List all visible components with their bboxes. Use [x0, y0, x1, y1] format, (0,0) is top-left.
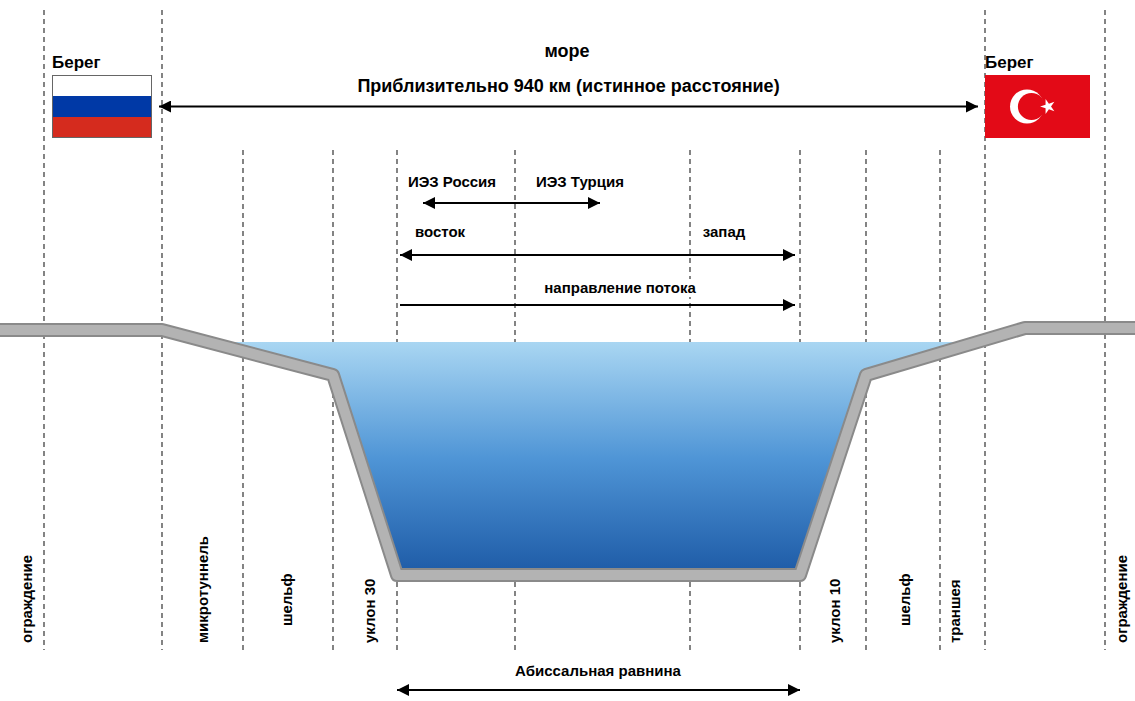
section-label: ИЭЗ Россия [406, 173, 498, 191]
flag-stripe [52, 96, 152, 118]
distance-label: Приблизительно 940 км (истинное расстоян… [355, 76, 781, 98]
shore-label: Берег [52, 53, 101, 73]
east-west-arrow [400, 254, 795, 256]
flow-direction-arrow [400, 304, 795, 306]
section-label: ИЭЗ Турция [534, 173, 626, 191]
section-label: Абиссальная равнина [513, 662, 683, 680]
distance-arrow [159, 106, 978, 108]
flag-node: Берег [52, 75, 152, 138]
flag-border [53, 76, 152, 138]
flag-stripe [52, 117, 152, 138]
shore-label: Берег [985, 53, 1034, 73]
zone-guide-lines [44, 10, 1105, 650]
section-label: запад [701, 223, 748, 241]
zone-label: микротуннель [194, 534, 212, 645]
zone-label: ограждение [1113, 553, 1131, 645]
zone-label: шельф [896, 571, 914, 628]
seabed-profile [0, 328, 1135, 575]
russia-flag [52, 75, 152, 138]
seabed-outline [0, 328, 1135, 575]
flag-star [1038, 97, 1057, 115]
section-label: направление потока [542, 279, 697, 297]
section-label: море [542, 41, 591, 63]
zone-label: шельф [278, 571, 296, 628]
eez-arrow [423, 202, 600, 204]
zone-label: траншея [946, 577, 964, 645]
flag-node: Берег [985, 75, 1090, 138]
flag-field [985, 75, 1090, 138]
section-label: восток [413, 223, 467, 241]
zone-label: ограждение [18, 553, 36, 645]
flag-stripe [52, 75, 152, 97]
abyssal-plain-arrow [397, 689, 800, 691]
zone-label: уклон 30 [361, 577, 379, 645]
turkey-flag [985, 75, 1090, 138]
zone-label: уклон 10 [826, 577, 844, 645]
